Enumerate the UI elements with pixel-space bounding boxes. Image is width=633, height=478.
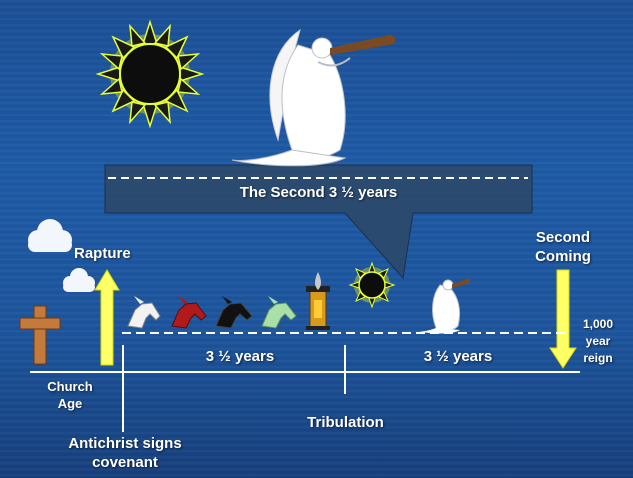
black-horse-icon xyxy=(215,296,253,329)
first-half-label: 3 ½ years xyxy=(205,348,275,365)
church-age-label: Church Age xyxy=(30,378,110,412)
red-horse-icon xyxy=(171,296,207,329)
rapture-up-arrow xyxy=(94,269,120,366)
millennium-line-2: year xyxy=(585,334,611,348)
millennium-line-3: reign xyxy=(583,351,613,365)
millennium-line-1: 1,000 xyxy=(582,317,614,331)
eclipsed-sun-icon xyxy=(95,19,205,129)
white-horse-icon xyxy=(127,296,161,329)
antichrist-line-1: Antichrist signs xyxy=(68,435,182,452)
rapture-label: Rapture xyxy=(74,245,131,262)
antichrist-covenant-label: Antichrist signs covenant xyxy=(40,434,210,472)
second-coming-label: Second Coming xyxy=(515,228,611,266)
antichrist-line-2: covenant xyxy=(92,454,158,471)
church-age-line-1: Church xyxy=(47,379,93,394)
second-coming-down-arrow xyxy=(549,269,577,369)
second-half-label: 3 ½ years xyxy=(423,348,493,365)
church-age-line-2: Age xyxy=(57,396,83,411)
millennium-label: 1,000 year reign xyxy=(570,316,626,367)
cross-icon xyxy=(19,305,61,365)
small-red-moon-icon xyxy=(374,310,390,328)
tribulation-label: Tribulation xyxy=(307,414,384,431)
small-cloud-icon xyxy=(63,268,95,292)
small-trumpet-angel-icon xyxy=(418,278,470,334)
trumpet-angel-icon xyxy=(231,28,396,167)
second-half-banner xyxy=(104,164,533,280)
banner-title: The Second 3 ½ years xyxy=(239,184,398,201)
pale-horse-icon xyxy=(261,296,297,329)
small-eclipsed-sun-icon xyxy=(348,261,396,309)
second-coming-line-2: Coming xyxy=(535,248,591,265)
red-moon-icon xyxy=(174,122,212,162)
second-coming-line-1: Second xyxy=(535,229,591,246)
altar-lamp-icon xyxy=(306,272,330,330)
cloud-icon xyxy=(28,219,72,252)
